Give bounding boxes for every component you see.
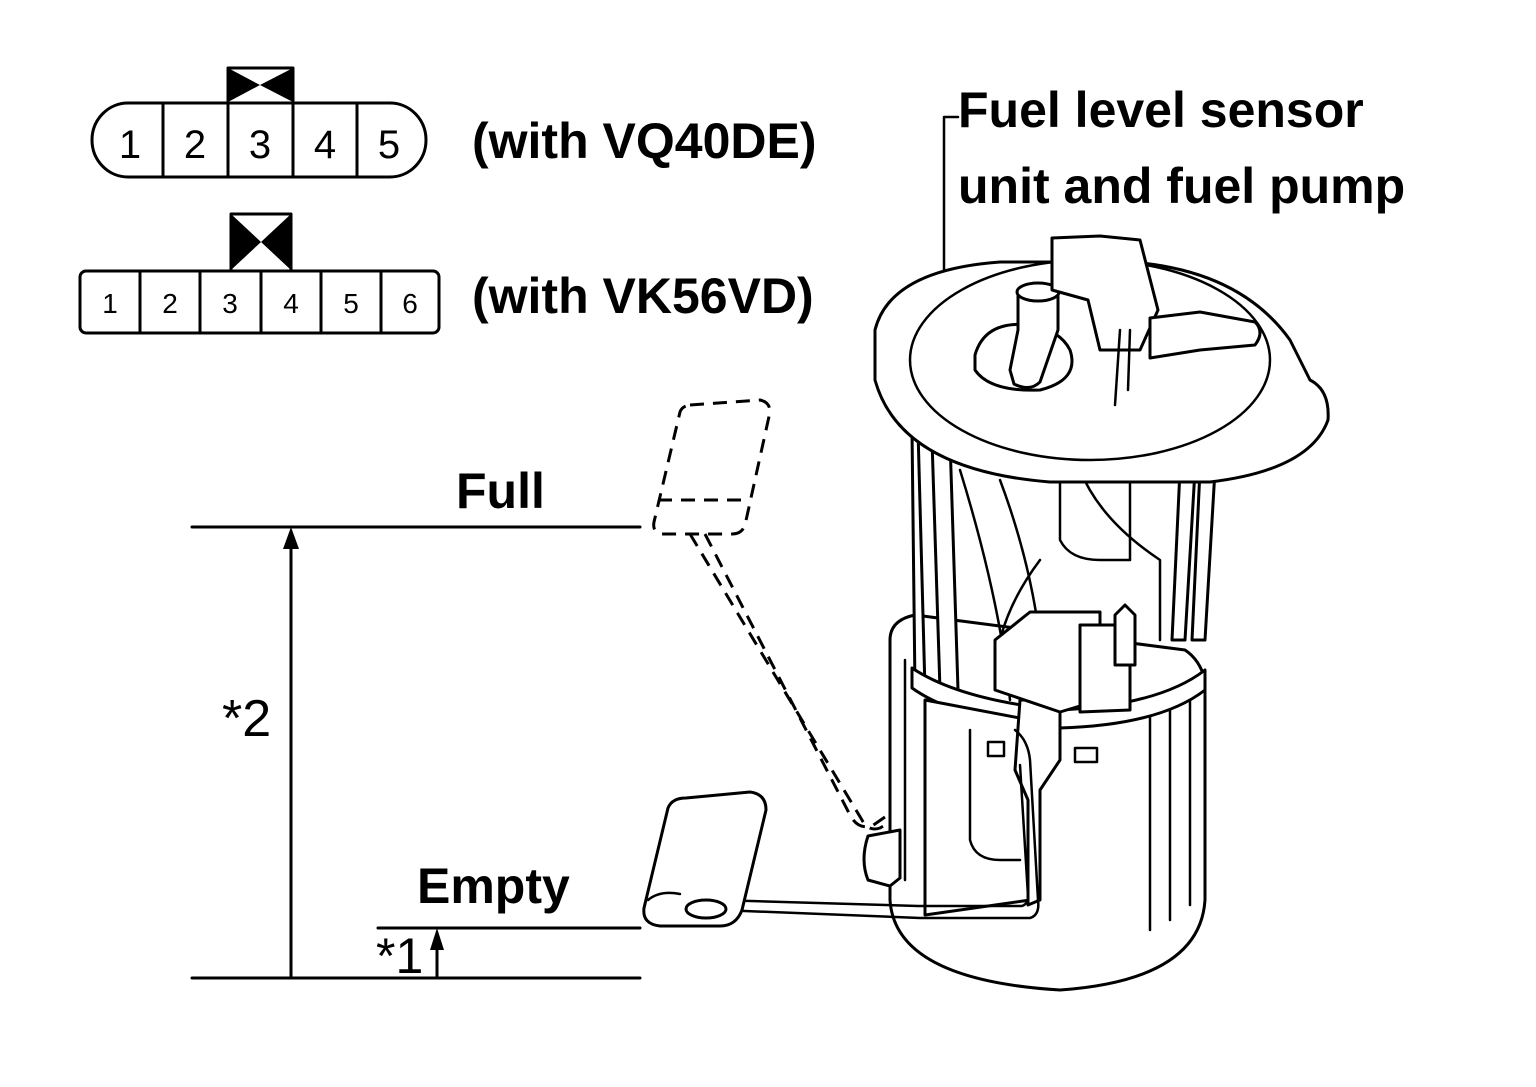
pin-label: 3 [249,123,271,167]
pin-label: 1 [102,288,118,319]
pin-label: 1 [119,123,141,167]
connector-5pin-label: (with VQ40DE) [472,113,816,169]
pin-label: 4 [314,123,336,167]
connector-6pin-label: (with VK56VD) [472,268,814,324]
fuel-pump-assembly-icon [862,234,1330,992]
float-empty-position-icon [642,728,1040,928]
full-label: Full [456,463,545,519]
pin-label: 2 [184,123,206,167]
connector-6pin: 1 2 3 4 5 6 [78,212,441,335]
component-leader-line [942,115,960,277]
pin-label: 5 [343,288,359,319]
component-label-line2: unit and fuel pump [958,158,1405,214]
pin-label: 4 [283,288,299,319]
pin-label: 3 [222,288,238,319]
arrow-up-icon [430,928,444,950]
empty-label: Empty [417,858,570,914]
connector-5pin: 1 2 3 4 5 [90,66,428,179]
pin-label: 2 [162,288,178,319]
level-reference [190,525,642,980]
connector-lock-tab-icon [226,66,295,105]
pin-label: 5 [378,123,400,167]
pin-label: 6 [402,288,418,319]
dimension-1-label: *1 [376,928,423,984]
dimension-2-label: *2 [222,690,271,748]
float-full-position-icon [652,398,1001,831]
connector-lock-tab-icon [229,212,293,273]
component-label-line1: Fuel level sensor [958,82,1364,138]
arrow-up-icon [283,527,299,549]
